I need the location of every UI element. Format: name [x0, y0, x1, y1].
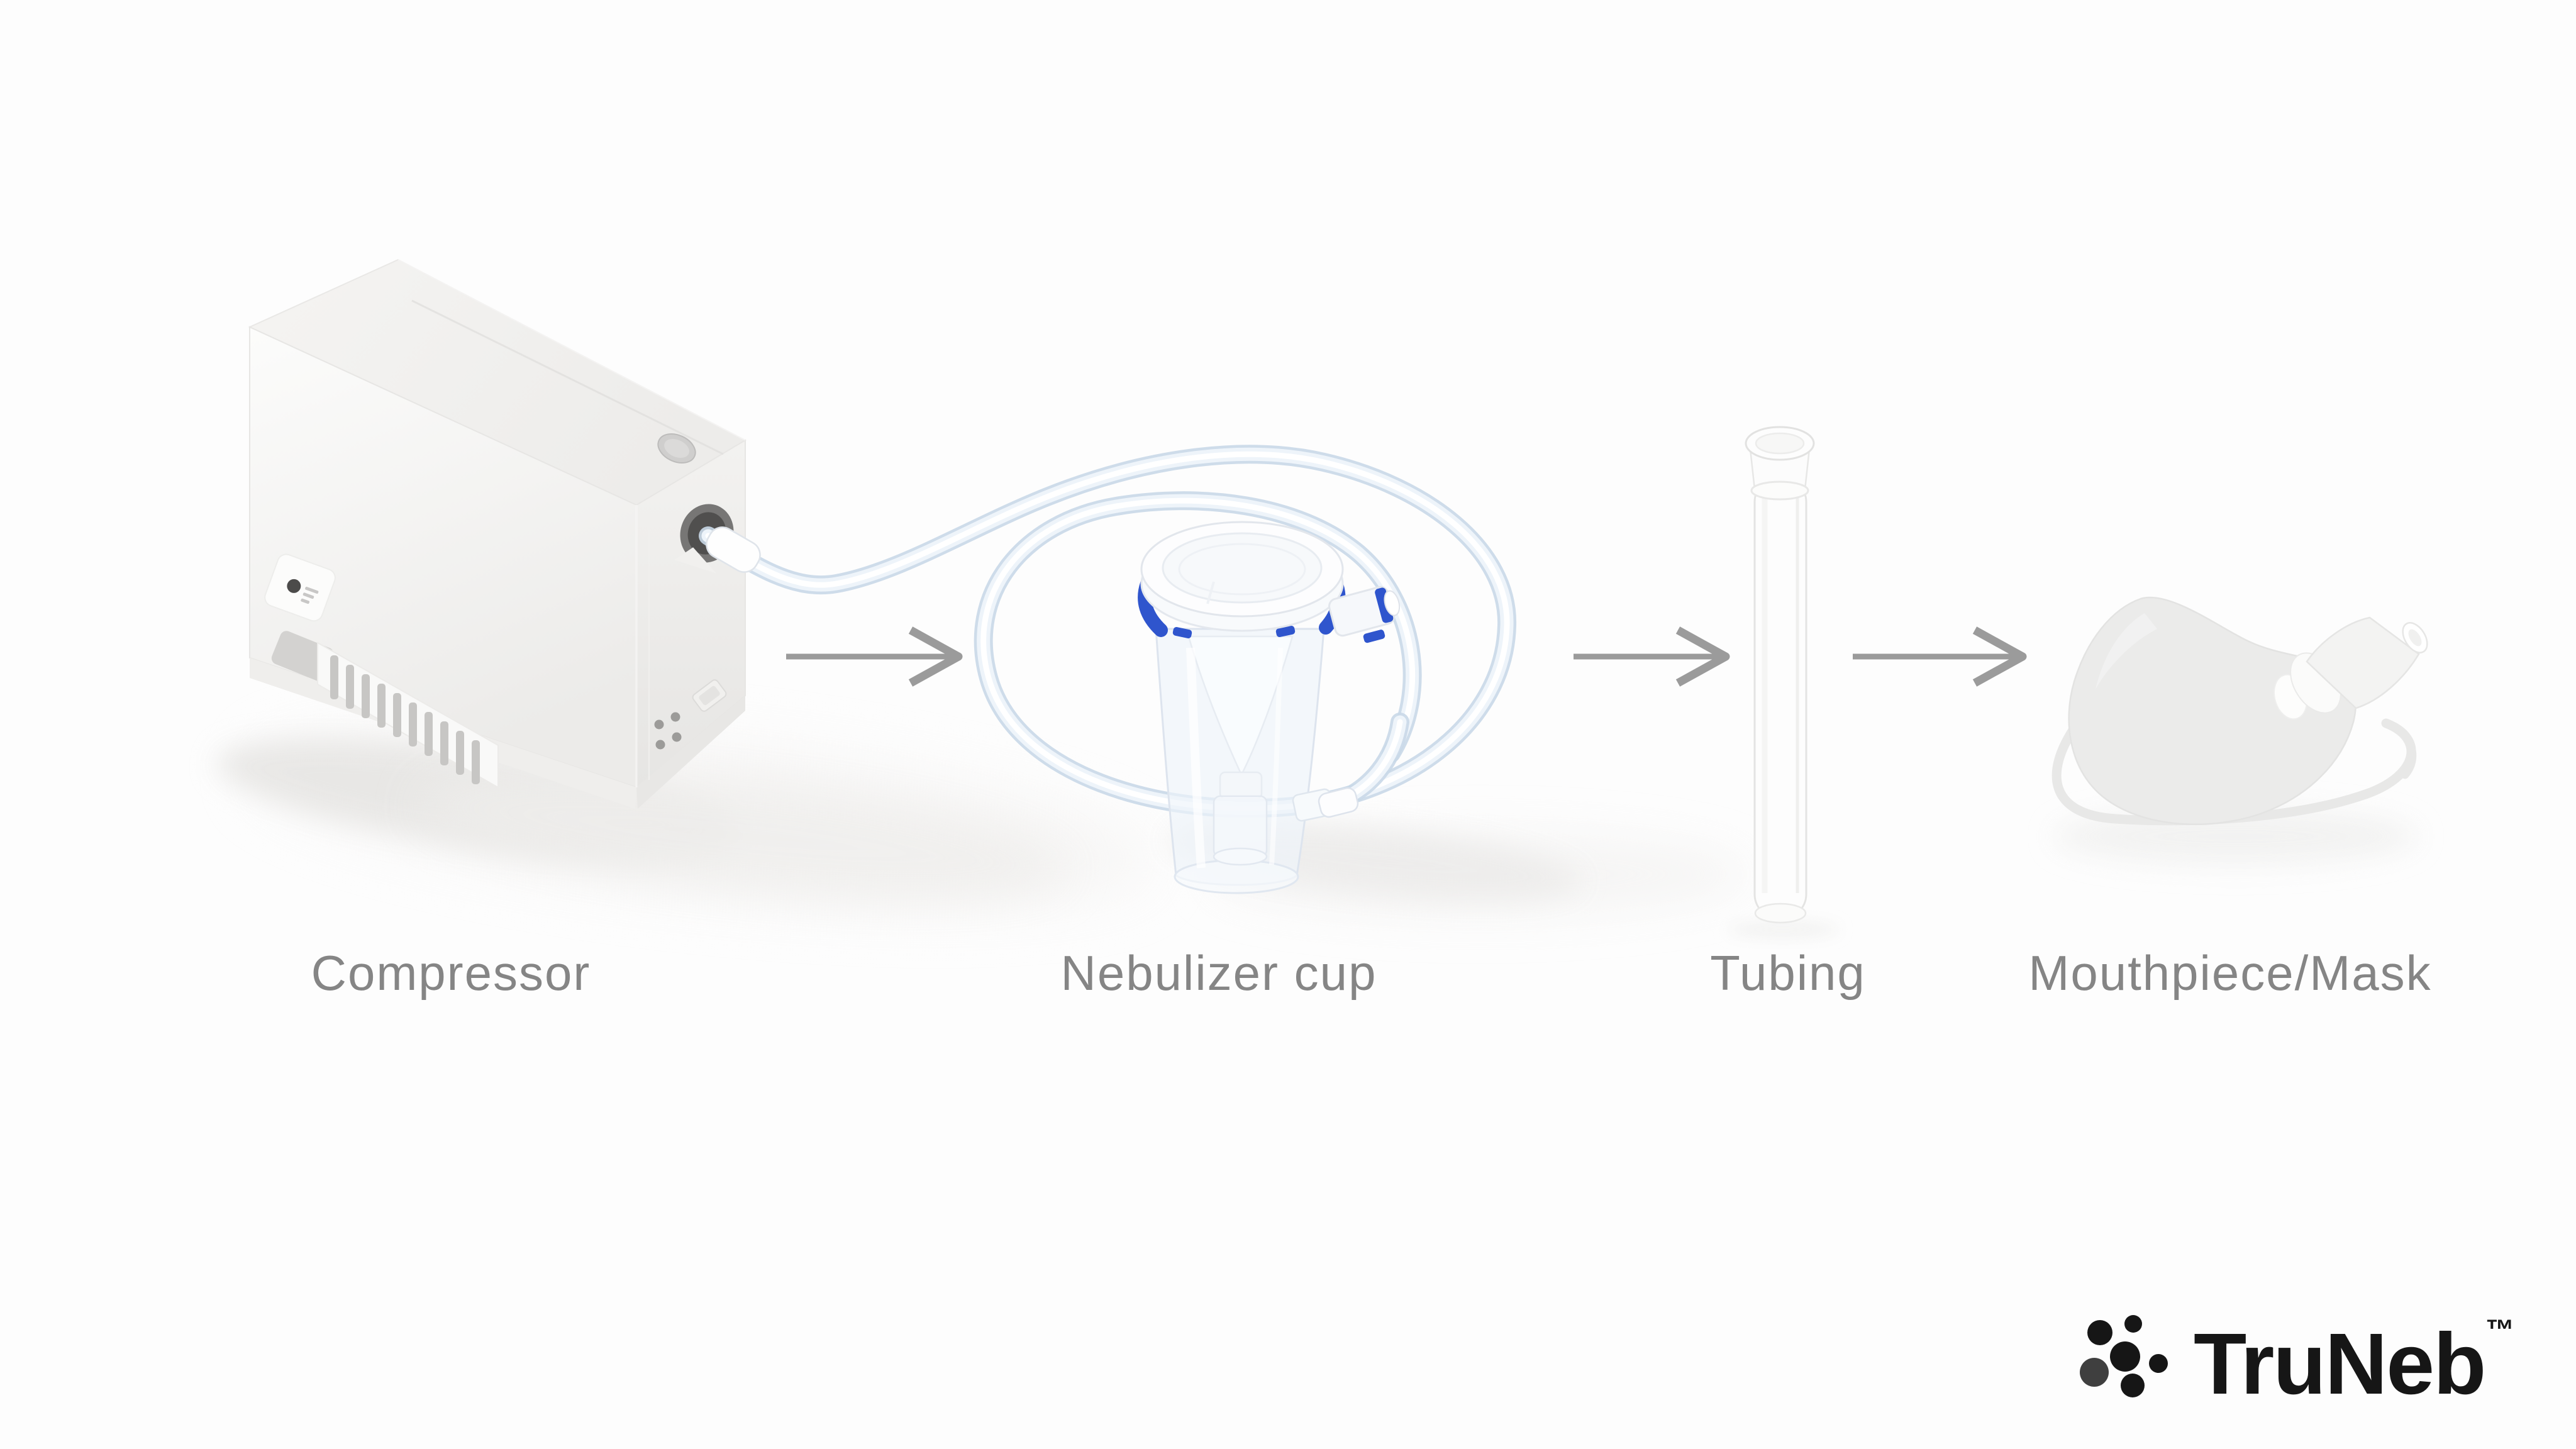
flow-arrow-3 — [1853, 626, 2027, 687]
nebulizer-cup-illustration — [1138, 521, 1401, 894]
tubing-illustration — [1745, 426, 1815, 924]
tube-end-connector — [1318, 787, 1359, 818]
compressor-base-right — [636, 696, 745, 809]
tube-connector-sleeve — [706, 526, 761, 573]
tubing-collar — [1750, 480, 1809, 501]
component-labels: Compressor Nebulizer cup Tubing Mouthpie… — [311, 945, 2431, 1001]
flow-arrow-2 — [1574, 626, 1730, 687]
compressor-top-edge-highlight — [397, 259, 746, 441]
label-mouthpiece-mask: Mouthpiece/Mask — [2028, 945, 2431, 1001]
cup-side-port — [1328, 586, 1401, 643]
cup-foot-base — [1213, 847, 1268, 866]
label-nebulizer-cup: Nebulizer cup — [1061, 945, 1377, 1001]
tubing-bottom — [1754, 902, 1807, 924]
right-face-dots — [654, 712, 682, 750]
dots-spray-icon — [2080, 1315, 2168, 1397]
trademark-symbol: ™ — [2485, 1313, 2514, 1346]
flow-arrow-1 — [786, 626, 963, 687]
flow-arrows — [786, 626, 2027, 687]
cup-blue-tabs — [1172, 625, 1296, 639]
label-compressor: Compressor — [311, 945, 591, 1001]
vent-grille — [317, 642, 499, 788]
led-indicator — [264, 553, 336, 622]
mask-mouthpiece-cone — [2306, 616, 2420, 709]
logo-wordmark: TruNeb — [2194, 1316, 2485, 1413]
mask-shell — [2068, 596, 2357, 825]
power-button — [657, 433, 696, 464]
mask-shell-highlight — [2096, 613, 2157, 689]
mask-illustration — [2051, 596, 2428, 826]
brand-logo: TruNeb ™ — [2080, 1313, 2514, 1413]
cup-foot — [1213, 795, 1268, 858]
mask-strap-curl — [2382, 719, 2417, 779]
label-tubing: Tubing — [1710, 945, 1866, 1001]
accessory-port — [692, 679, 727, 712]
cup-baffle-stem — [1219, 771, 1263, 800]
led-label-marks — [301, 586, 319, 604]
compressor-illustration — [248, 258, 747, 809]
compressor-lid-seam — [411, 299, 724, 455]
